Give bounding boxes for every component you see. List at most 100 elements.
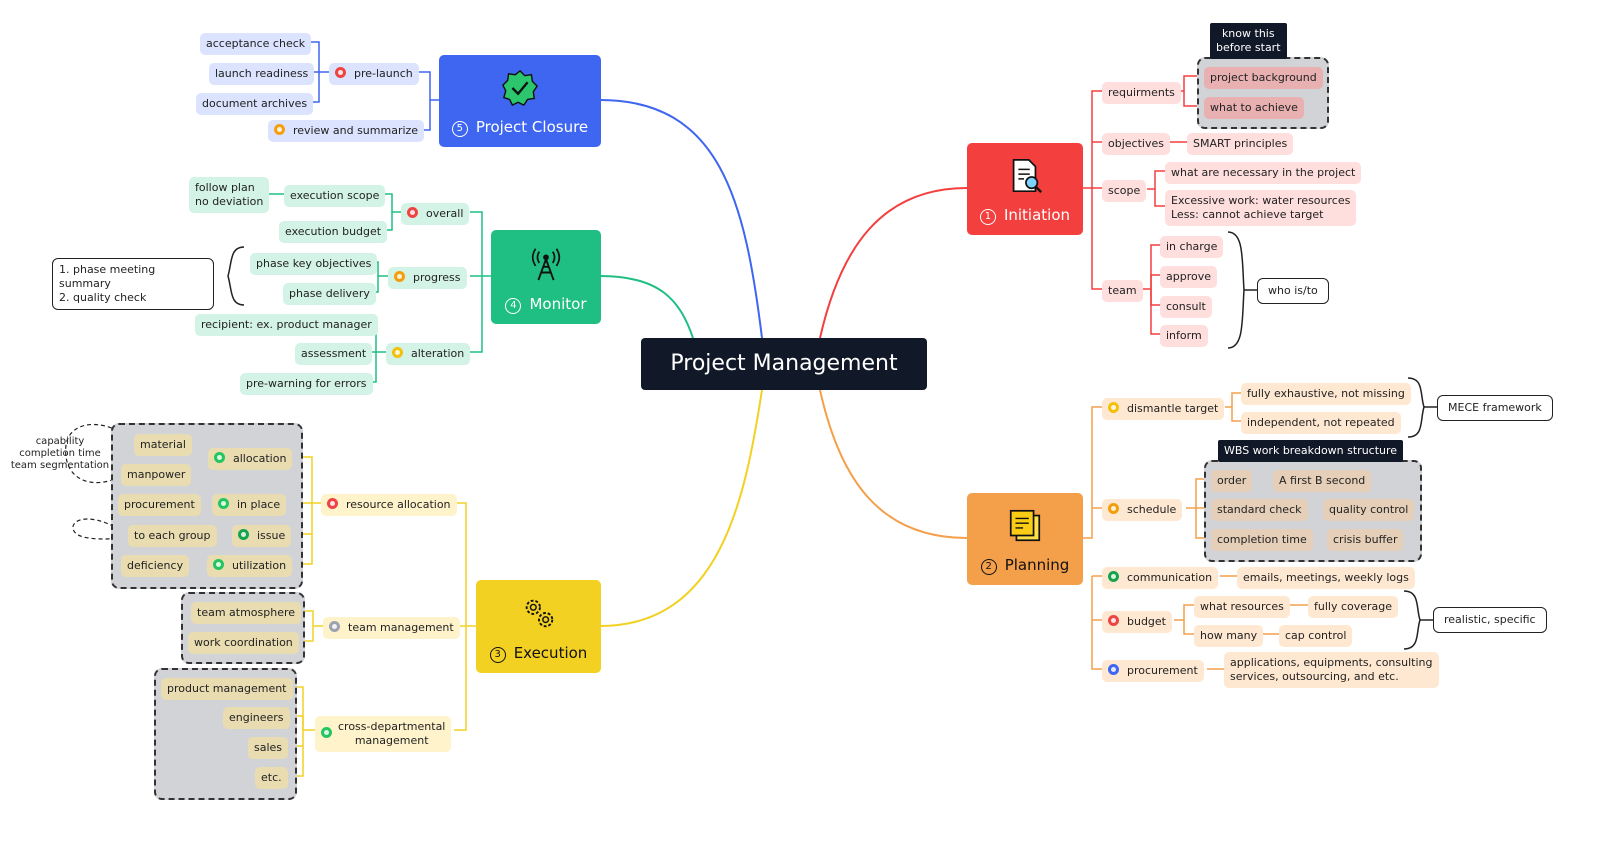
document-archives-node[interactable]: document archives bbox=[196, 93, 314, 115]
what-to-achieve-node[interactable]: what to achieve bbox=[1204, 97, 1304, 119]
cross-departmental-node[interactable]: cross-departmental management bbox=[315, 716, 452, 752]
execution-scope-node[interactable]: execution scope bbox=[284, 185, 386, 207]
chat-icon bbox=[1108, 571, 1119, 582]
smart-principles-node[interactable]: SMART principles bbox=[1187, 133, 1294, 155]
review-summarize-node[interactable]: review and summarize bbox=[268, 120, 425, 142]
what-resources-node[interactable]: what resources bbox=[1194, 596, 1290, 618]
branch-number: 3 bbox=[489, 647, 506, 663]
team-node[interactable]: team bbox=[1102, 280, 1143, 302]
pencil-icon bbox=[1108, 503, 1119, 514]
crisis-buffer-node[interactable]: crisis buffer bbox=[1327, 529, 1404, 551]
team-management-node[interactable]: team management bbox=[323, 617, 460, 639]
procurement-node[interactable]: procurement bbox=[118, 494, 201, 516]
applications-node[interactable]: applications, equipments, consulting ser… bbox=[1224, 652, 1439, 688]
progress-label: progress bbox=[413, 271, 461, 284]
wbs-label: WBS work breakdown structure bbox=[1218, 440, 1404, 462]
dismantle-target-node[interactable]: dismantle target bbox=[1102, 398, 1225, 420]
fully-exhaustive-node[interactable]: fully exhaustive, not missing bbox=[1241, 383, 1411, 405]
material-node[interactable]: material bbox=[134, 434, 192, 456]
phase-delivery-node[interactable]: phase delivery bbox=[283, 283, 376, 305]
emails-meetings-node[interactable]: emails, meetings, weekly logs bbox=[1237, 567, 1415, 589]
recipient-node[interactable]: recipient: ex. product manager bbox=[195, 314, 378, 336]
scope-node[interactable]: scope bbox=[1102, 180, 1147, 202]
branch-title: Project Closure bbox=[475, 118, 589, 136]
half-circle-icon bbox=[218, 498, 229, 509]
completion-time-node[interactable]: completion time bbox=[1211, 529, 1313, 551]
cross-departmental-label: cross-departmental management bbox=[338, 720, 446, 747]
execution-budget-node[interactable]: execution budget bbox=[279, 221, 388, 243]
objectives-node[interactable]: objectives bbox=[1102, 133, 1170, 155]
to-each-group-node[interactable]: to each group bbox=[128, 525, 217, 547]
pre-launch-node[interactable]: pre-launch bbox=[329, 63, 419, 85]
independent-node[interactable]: independent, not repeated bbox=[1241, 412, 1401, 434]
how-many-node[interactable]: how many bbox=[1194, 625, 1264, 647]
in-place-node[interactable]: in place bbox=[212, 494, 287, 516]
quality-control-node[interactable]: quality control bbox=[1323, 499, 1415, 521]
resource-allocation-label: resource allocation bbox=[346, 498, 451, 511]
check-icon bbox=[321, 727, 332, 738]
standard-check-node[interactable]: standard check bbox=[1211, 499, 1308, 521]
schedule-node[interactable]: schedule bbox=[1102, 499, 1183, 521]
in-place-label: in place bbox=[237, 498, 281, 511]
launch-readiness-node[interactable]: launch readiness bbox=[209, 63, 315, 85]
pencil-icon bbox=[274, 124, 285, 135]
pre-warning-node[interactable]: pre-warning for errors bbox=[240, 373, 373, 395]
utilization-node[interactable]: utilization bbox=[207, 555, 293, 577]
work-coordination-node[interactable]: work coordination bbox=[188, 632, 299, 654]
communication-node[interactable]: communication bbox=[1102, 567, 1219, 589]
a-first-b-second-node[interactable]: A first B second bbox=[1273, 470, 1372, 492]
alteration-node[interactable]: alteration bbox=[386, 343, 471, 365]
cap-control-node[interactable]: cap control bbox=[1279, 625, 1353, 647]
person-icon bbox=[329, 621, 340, 632]
procurement-plan-node[interactable]: procurement bbox=[1102, 660, 1204, 682]
allocation-node[interactable]: allocation bbox=[208, 448, 293, 470]
document-search-icon bbox=[1012, 158, 1042, 193]
verified-badge-icon bbox=[502, 69, 539, 107]
plus-icon bbox=[1108, 664, 1119, 675]
project-background-node[interactable]: project background bbox=[1204, 67, 1323, 89]
gears-icon bbox=[525, 599, 553, 628]
bulb-icon bbox=[392, 347, 403, 358]
budget-label: budget bbox=[1127, 615, 1166, 628]
branch-number: 4 bbox=[505, 298, 522, 314]
central-topic[interactable]: Project Management bbox=[641, 338, 927, 390]
phase-key-objectives-node[interactable]: phase key objectives bbox=[250, 253, 378, 275]
realistic-note: realistic, specific bbox=[1433, 607, 1547, 633]
approve-node[interactable]: approve bbox=[1160, 266, 1217, 288]
budget-node[interactable]: budget bbox=[1102, 611, 1172, 633]
procurement-label: procurement bbox=[1127, 664, 1198, 677]
sales-node[interactable]: sales bbox=[248, 737, 289, 759]
overall-node[interactable]: overall bbox=[401, 203, 470, 225]
team-atmosphere-node[interactable]: team atmosphere bbox=[191, 602, 302, 624]
fully-coverage-node[interactable]: fully coverage bbox=[1308, 596, 1399, 618]
execution-node[interactable]: 3 Execution bbox=[476, 580, 601, 673]
product-management-node[interactable]: product management bbox=[161, 678, 293, 700]
requirements-node[interactable]: requirments bbox=[1102, 82, 1181, 104]
etc-node[interactable]: etc. bbox=[255, 767, 288, 789]
progress-node[interactable]: progress bbox=[388, 267, 467, 289]
branch-title: Execution bbox=[513, 644, 588, 662]
consult-node[interactable]: consult bbox=[1160, 296, 1212, 318]
resource-allocation-node[interactable]: resource allocation bbox=[321, 494, 457, 516]
follow-plan-node[interactable]: follow plan no deviation bbox=[189, 177, 270, 213]
capability-note: capability completion time team segmenta… bbox=[10, 436, 110, 471]
order-node[interactable]: order bbox=[1211, 470, 1253, 492]
schedule-label: schedule bbox=[1127, 503, 1177, 516]
manpower-node[interactable]: manpower bbox=[121, 464, 192, 486]
deficiency-node[interactable]: deficiency bbox=[121, 555, 190, 577]
branch-title: Initiation bbox=[1003, 206, 1071, 224]
assessment-node[interactable]: assessment bbox=[295, 343, 373, 365]
engineers-node[interactable]: engineers bbox=[223, 707, 290, 729]
inform-node[interactable]: inform bbox=[1160, 325, 1208, 347]
acceptance-check-node[interactable]: acceptance check bbox=[200, 33, 312, 55]
pie-icon bbox=[238, 529, 249, 540]
in-charge-node[interactable]: in charge bbox=[1160, 236, 1224, 258]
issue-node[interactable]: issue bbox=[232, 525, 292, 547]
star-icon bbox=[1108, 615, 1119, 626]
necessary-node[interactable]: what are necessary in the project bbox=[1165, 162, 1362, 184]
excessive-work-node[interactable]: Excessive work: water resources Less: ca… bbox=[1165, 190, 1357, 226]
